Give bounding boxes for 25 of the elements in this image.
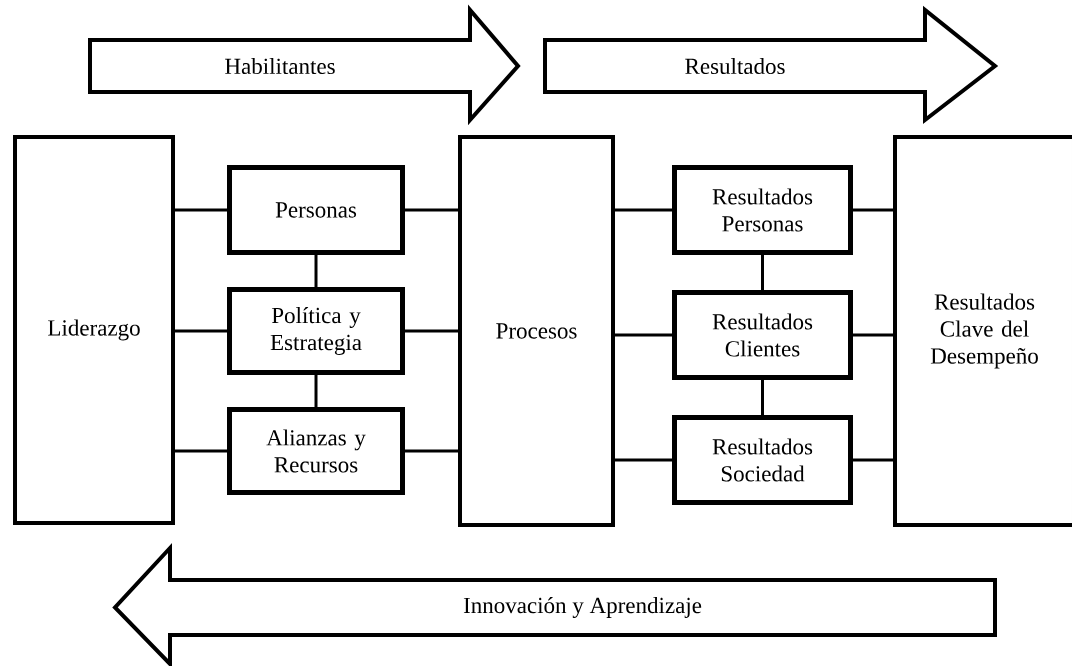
box: Personas (227, 165, 405, 255)
connector-line (405, 449, 458, 453)
connector-line (175, 329, 227, 333)
box: Liderazgo (13, 135, 175, 525)
connector-line (615, 333, 672, 337)
connector-line (853, 333, 893, 337)
connector-line (853, 458, 893, 462)
connector-line (615, 208, 672, 212)
box: Procesos (458, 135, 615, 527)
box: Política y Estrategia (227, 287, 405, 375)
box: Resultados Clientes (672, 290, 853, 380)
connector-line (761, 255, 764, 290)
connector-line (615, 458, 672, 462)
connector-line (175, 208, 227, 212)
connector-line (405, 329, 458, 333)
box: Resultados Sociedad (672, 415, 853, 505)
box: Resultados Clave del Desempeño (893, 135, 1072, 527)
box: Resultados Personas (672, 165, 853, 255)
connector-line (175, 449, 227, 453)
connector-line (405, 208, 458, 212)
connector-line (314, 255, 318, 287)
box: Alianzas y Recursos (227, 407, 405, 495)
connector-line (853, 208, 893, 212)
connector-line (314, 375, 318, 407)
connector-line (761, 380, 764, 415)
